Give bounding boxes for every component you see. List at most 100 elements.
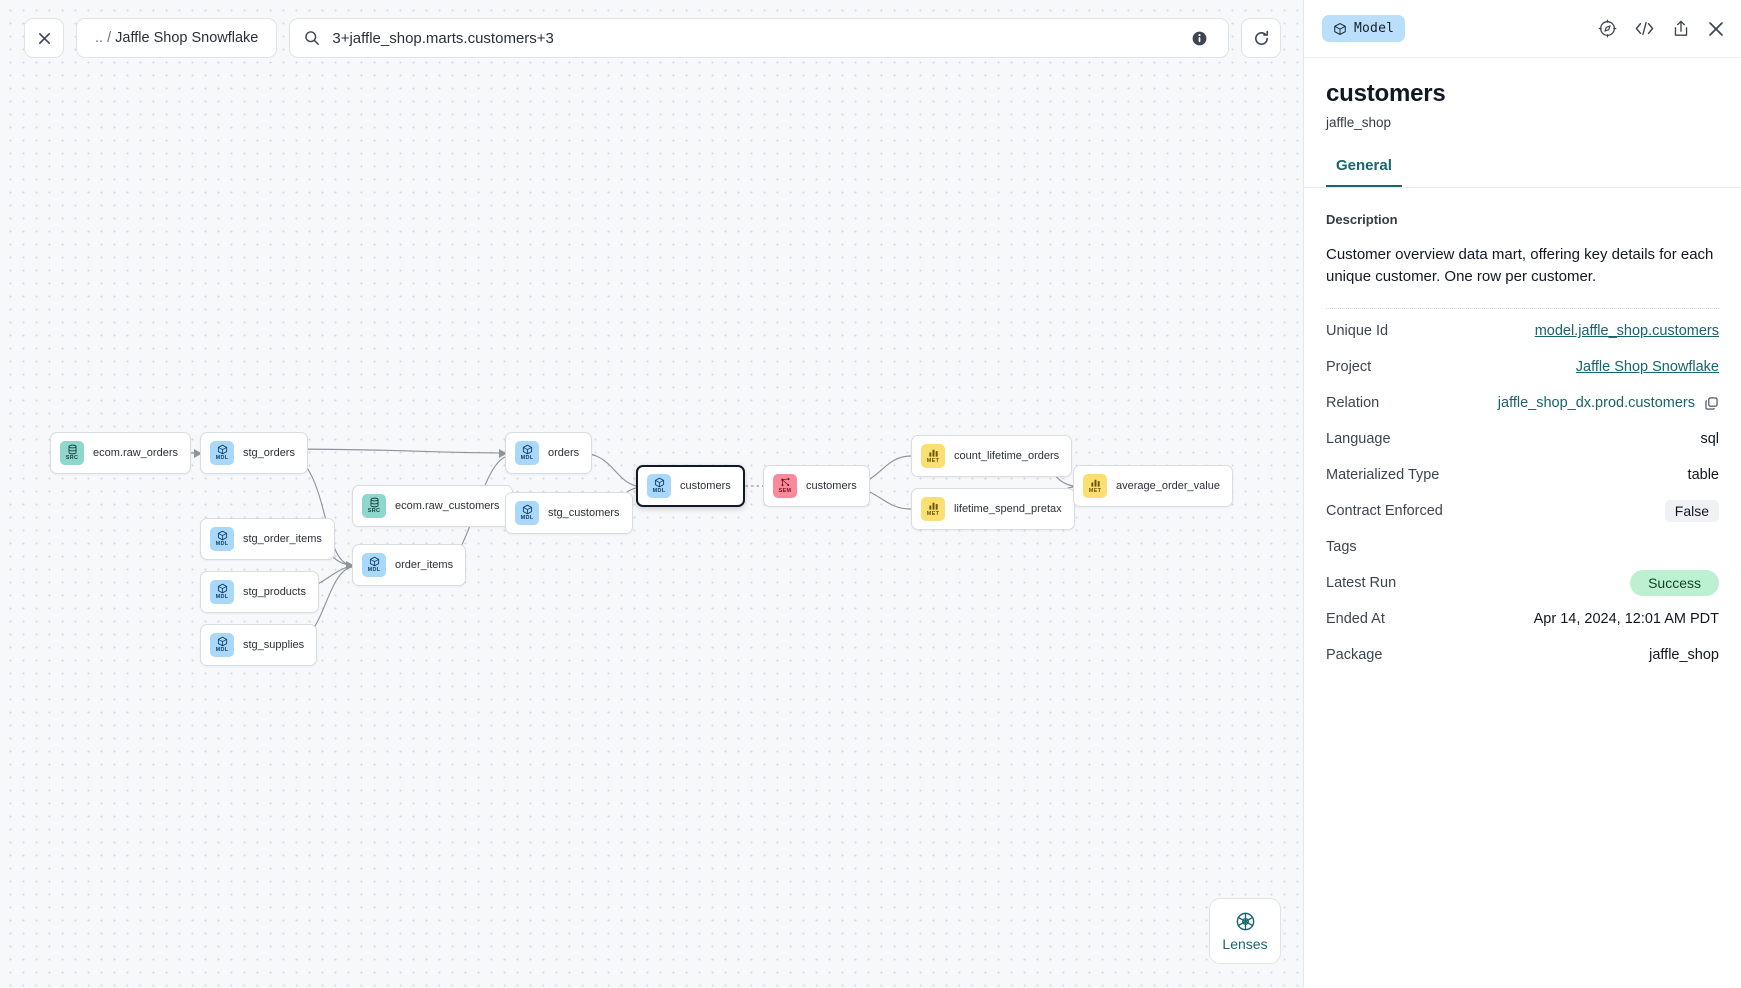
node-box[interactable]: MET count_lifetime_orders <box>911 435 1073 477</box>
field-value: Apr 14, 2024, 12:01 AM PDT <box>1533 611 1719 628</box>
src-type-icon: SRC <box>60 441 84 465</box>
node-label: ecom.raw_orders <box>93 447 178 459</box>
canvas-toolbar: .. / Jaffle Shop Snowflake 3+jaffle_shop… <box>24 18 1282 58</box>
node-box[interactable]: MDL orders <box>505 432 593 474</box>
node-label: stg_customers <box>548 507 620 519</box>
aperture-icon <box>1236 912 1254 930</box>
lenses-button[interactable]: Lenses <box>1209 898 1281 964</box>
lineage-nodes: SRC ecom.raw_orders MDL stg_orders MDL s… <box>50 432 1233 666</box>
graph-node-customers_semantic[interactable]: SEM customers <box>763 465 870 507</box>
mdl-type-icon: MDL <box>515 501 539 525</box>
copy-relation-button[interactable] <box>1704 396 1719 411</box>
node-box[interactable]: MET lifetime_spend_pretax <box>911 488 1075 530</box>
code-icon <box>1635 21 1654 36</box>
src-type-icon: SRC <box>362 494 386 518</box>
refresh-icon <box>1254 30 1268 45</box>
node-box[interactable]: MDL stg_orders <box>200 432 308 474</box>
field-value-link[interactable]: model.jaffle_shop.customers <box>1534 323 1719 340</box>
field-key: Latest Run <box>1326 575 1397 592</box>
mdl-type-icon: MDL <box>515 441 539 465</box>
node-type-badge: Model <box>1322 15 1406 42</box>
node-box[interactable]: MDL stg_customers <box>505 492 633 534</box>
lenses-label: Lenses <box>1222 935 1268 952</box>
graph-node-ecom_raw_customers[interactable]: SRC ecom.raw_customers <box>352 485 513 527</box>
node-box[interactable]: MET average_order_value <box>1073 465 1233 507</box>
graph-node-orders[interactable]: MDL orders <box>505 432 593 474</box>
page-title: customers <box>1326 80 1446 107</box>
share-button[interactable] <box>1672 19 1690 38</box>
refresh-button[interactable] <box>1241 18 1282 58</box>
focus-icon <box>1598 19 1617 38</box>
node-label: stg_orders <box>243 447 295 459</box>
node-box[interactable]: SRC ecom.raw_orders <box>50 432 191 474</box>
graph-node-stg_order_items[interactable]: MDL stg_order_items <box>200 518 335 560</box>
graph-node-lifetime_spend_pretax[interactable]: MET lifetime_spend_pretax <box>911 488 1075 530</box>
graph-node-stg_supplies[interactable]: MDL stg_supplies <box>200 624 318 666</box>
search-input[interactable]: 3+jaffle_shop.marts.customers+3 <box>289 18 1230 58</box>
info-icon[interactable] <box>1191 30 1208 47</box>
breadcrumb[interactable]: .. / Jaffle Shop Snowflake <box>76 18 278 58</box>
node-label: customers <box>806 480 857 492</box>
close-lineage-button[interactable] <box>24 18 64 58</box>
field-key: Unique Id <box>1326 323 1389 340</box>
node-label: orders <box>548 447 580 459</box>
mdl-type-icon: MDL <box>210 527 234 551</box>
node-type-label: Model <box>1354 21 1395 36</box>
status-badge: Success <box>1630 570 1719 597</box>
node-box[interactable]: MDL customers <box>636 465 745 507</box>
field-key: Contract Enforced <box>1326 503 1443 520</box>
mdl-type-icon: MDL <box>362 553 386 577</box>
node-box[interactable]: MDL order_items <box>352 544 467 586</box>
focus-button[interactable] <box>1598 19 1617 38</box>
share-icon <box>1674 20 1688 36</box>
node-label: stg_supplies <box>243 639 305 651</box>
node-label: ecom.raw_customers <box>395 500 500 512</box>
details-panel: Model <box>1303 0 1741 988</box>
node-label: stg_order_items <box>243 533 322 545</box>
met-type-icon: MET <box>921 497 945 521</box>
graph-node-stg_customers[interactable]: MDL stg_customers <box>505 492 633 534</box>
description-label: Description <box>1326 212 1398 227</box>
node-label: customers <box>680 480 731 492</box>
node-box[interactable]: MDL stg_products <box>200 571 319 613</box>
node-box[interactable]: MDL stg_order_items <box>200 518 335 560</box>
node-box[interactable]: SEM customers <box>763 465 870 507</box>
graph-node-customers_model[interactable]: MDL customers <box>636 465 745 507</box>
graph-node-stg_orders[interactable]: MDL stg_orders <box>200 432 308 474</box>
lineage-canvas[interactable]: .. / Jaffle Shop Snowflake 3+jaffle_shop… <box>0 0 1303 988</box>
tab-general[interactable]: General <box>1326 157 1402 187</box>
sem-type-icon: SEM <box>773 474 797 498</box>
code-button[interactable] <box>1634 19 1655 38</box>
details-panel-header: Model <box>1304 0 1741 58</box>
node-box[interactable]: MDL stg_supplies <box>200 624 318 666</box>
field-key: Relation <box>1326 395 1380 412</box>
met-type-icon: MET <box>921 444 945 468</box>
graph-node-stg_products[interactable]: MDL stg_products <box>200 571 319 613</box>
field-value-relation[interactable]: jaffle_shop_dx.prod.customers <box>1497 395 1695 412</box>
graph-node-count_lifetime_orders[interactable]: MET count_lifetime_orders <box>911 435 1073 477</box>
field-key: Ended At <box>1326 611 1385 628</box>
field-row: Relation jaffle_shop_dx.prod.customers <box>1326 385 1719 421</box>
field-key: Tags <box>1326 539 1357 556</box>
mdl-type-icon: MDL <box>647 474 671 498</box>
field-key: Language <box>1326 431 1391 448</box>
field-row: Latest Run Success <box>1326 565 1719 601</box>
node-label: lifetime_spend_pretax <box>954 503 1062 515</box>
close-icon <box>38 32 50 44</box>
field-row: Tags <box>1326 529 1719 565</box>
field-row: Ended At Apr 14, 2024, 12:01 AM PDT <box>1326 601 1719 637</box>
close-icon <box>1709 21 1723 36</box>
close-panel-button[interactable] <box>1707 20 1725 38</box>
graph-node-order_items[interactable]: MDL order_items <box>352 544 467 586</box>
panel-content: Description Customer overview data mart,… <box>1304 188 1741 673</box>
breadcrumb-prefix: .. / <box>95 30 112 46</box>
graph-node-ecom_raw_orders[interactable]: SRC ecom.raw_orders <box>50 432 191 474</box>
cube-icon <box>1334 22 1346 35</box>
field-value-link[interactable]: Jaffle Shop Snowflake <box>1575 359 1719 376</box>
node-box[interactable]: SRC ecom.raw_customers <box>352 485 513 527</box>
graph-node-average_order_value[interactable]: MET average_order_value <box>1073 465 1233 507</box>
